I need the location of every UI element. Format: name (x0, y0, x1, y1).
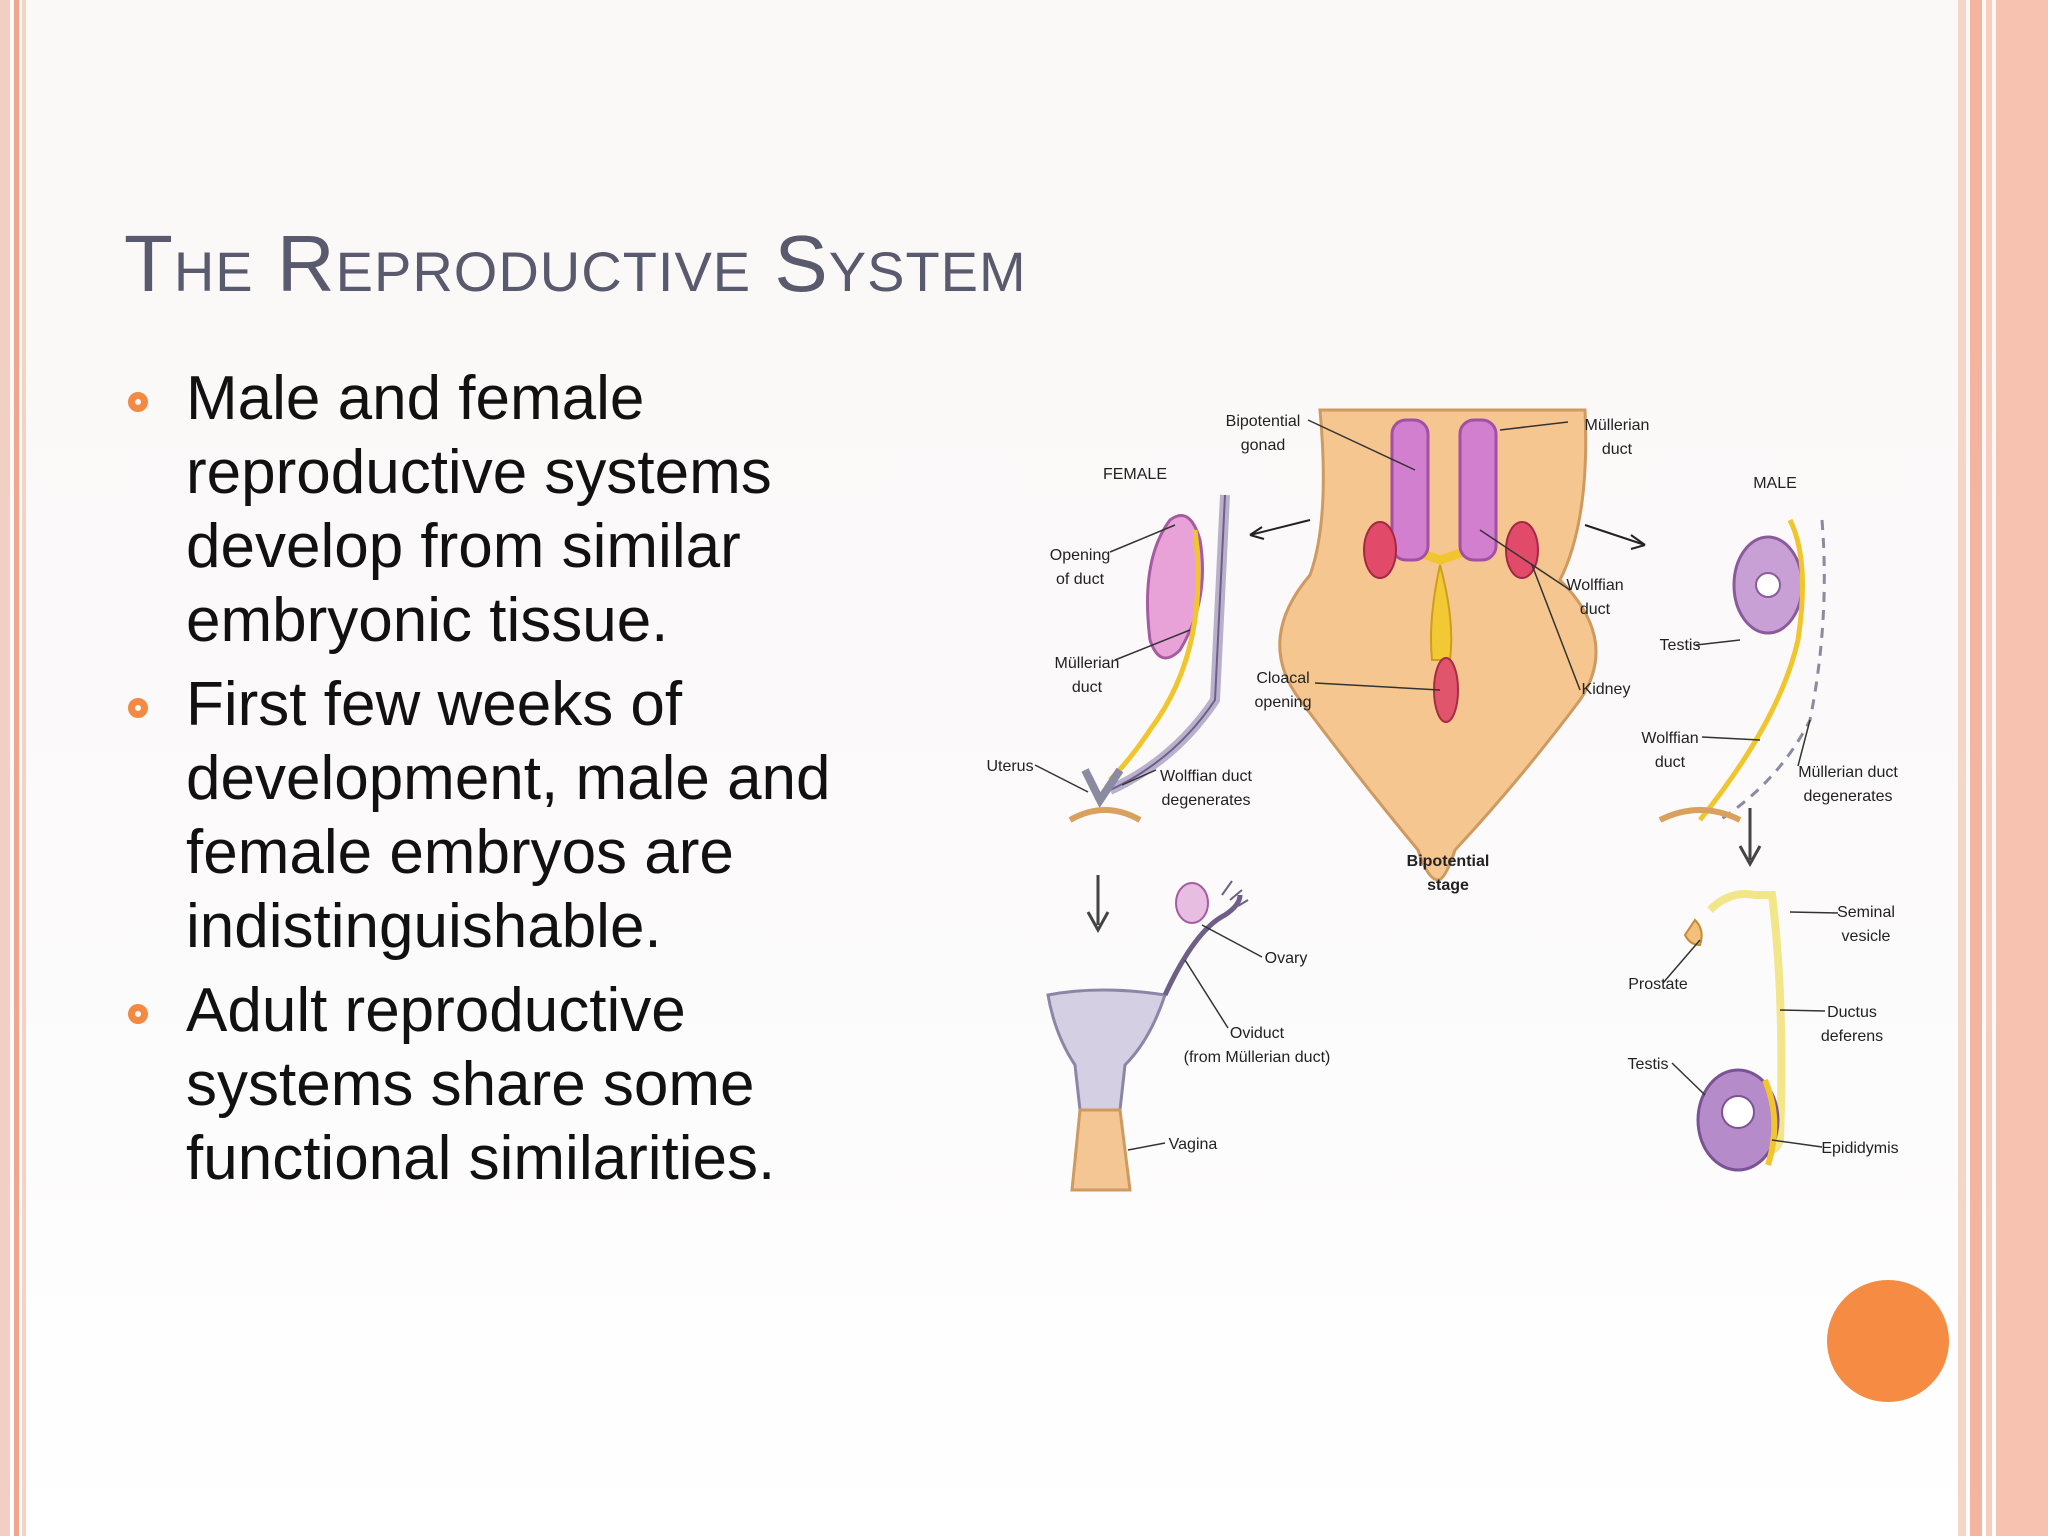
label-opening-of-duct: of duct (1056, 571, 1105, 588)
bullet-text: Adult reproductive systems share some fu… (186, 976, 776, 1193)
bullet-circle-icon (128, 698, 148, 718)
left-border-stripe (22, 0, 26, 1536)
bullet-item: First few weeks of development, male and… (126, 668, 926, 964)
label-testis: Testis (1628, 1056, 1669, 1073)
label-testis: Testis (1660, 637, 1701, 654)
label-vagina: Vagina (1169, 1136, 1218, 1153)
label-ductus-deferens: deferens (1821, 1028, 1883, 1045)
label-uterus: Uterus (986, 758, 1033, 775)
left-border-stripe (0, 0, 10, 1536)
right-border-stripe (1958, 0, 1966, 1536)
label-wolffian-duct: duct (1580, 601, 1611, 618)
label-mullerian-duct-degenerates: degenerates (1804, 788, 1893, 805)
right-border-stripe (1996, 0, 2048, 1536)
label-mullerian-duct: Müllerian (1585, 417, 1650, 434)
bullet-list: Male and female reproductive systems dev… (126, 362, 926, 1206)
label-epididymis: Epididymis (1821, 1140, 1898, 1157)
label-wolffian-duct: Wolffian (1641, 730, 1698, 747)
female-embryonic-ducts-illustration (1068, 494, 1230, 823)
label-wolffian-duct-degenerates: degenerates (1162, 792, 1251, 809)
arrow-right-icon (1584, 524, 1646, 546)
label-bipotential-gonad: gonad (1241, 437, 1286, 454)
label-bipotential-stage: Bipotential (1407, 853, 1490, 870)
decorative-orange-circle (1827, 1280, 1949, 1402)
label-male-header: MALE (1753, 475, 1797, 492)
label-wolffian-duct-degenerates: Wolffian duct (1160, 768, 1252, 785)
bipotential-embryo-illustration (1278, 408, 1598, 882)
right-border-stripe (1970, 0, 1982, 1536)
reproductive-development-diagram: FEMALE MALE Bipotential gonad Müllerian … (986, 408, 1899, 1192)
label-seminal-vesicle: Seminal (1837, 904, 1895, 921)
label-ovary: Ovary (1265, 950, 1308, 967)
leader-lines (1034, 419, 1839, 1151)
bullet-item: Adult reproductive systems share some fu… (126, 974, 926, 1196)
label-oviduct: (from Müllerian duct) (1184, 1049, 1331, 1066)
label-ductus-deferens: Ductus (1827, 1004, 1877, 1021)
male-adult-illustration (1683, 890, 1786, 1172)
label-mullerian-duct-degenerates: Müllerian duct (1798, 764, 1898, 781)
label-oviduct: Oviduct (1230, 1025, 1285, 1042)
label-seminal-vesicle: vesicle (1842, 928, 1891, 945)
bullet-text: First few weeks of development, male and… (186, 670, 831, 961)
label-wolffian-duct: Wolffian (1566, 577, 1623, 594)
label-cloacal-opening: Cloacal (1256, 670, 1309, 687)
label-mullerian-duct: duct (1602, 441, 1633, 458)
female-adult-illustration (1046, 880, 1249, 1192)
label-mullerian-duct: duct (1072, 679, 1103, 696)
arrow-left-icon (1249, 519, 1311, 536)
label-wolffian-duct: duct (1655, 754, 1686, 771)
diagram-labels: FEMALE MALE Bipotential gonad Müllerian … (986, 413, 1898, 1157)
label-cloacal-opening: opening (1255, 694, 1312, 711)
label-female-header: FEMALE (1103, 466, 1167, 483)
bullet-circle-icon (128, 1004, 148, 1024)
label-mullerian-duct: Müllerian (1055, 655, 1120, 672)
label-opening-of-duct: Opening (1050, 547, 1111, 564)
bullet-circle-icon (128, 392, 148, 412)
bullet-text: Male and female reproductive systems dev… (186, 364, 772, 655)
bullet-item: Male and female reproductive systems dev… (126, 362, 926, 658)
male-embryonic-ducts-illustration (1658, 518, 1826, 823)
label-bipotential-stage: stage (1427, 877, 1469, 894)
slide-title: The Reproductive System (124, 219, 1027, 308)
label-bipotential-gonad: Bipotential (1226, 413, 1301, 430)
left-border-stripe (14, 0, 19, 1536)
right-border-stripe (1986, 0, 1992, 1536)
label-prostate: Prostate (1628, 976, 1688, 993)
label-kidney: Kidney (1582, 681, 1631, 698)
